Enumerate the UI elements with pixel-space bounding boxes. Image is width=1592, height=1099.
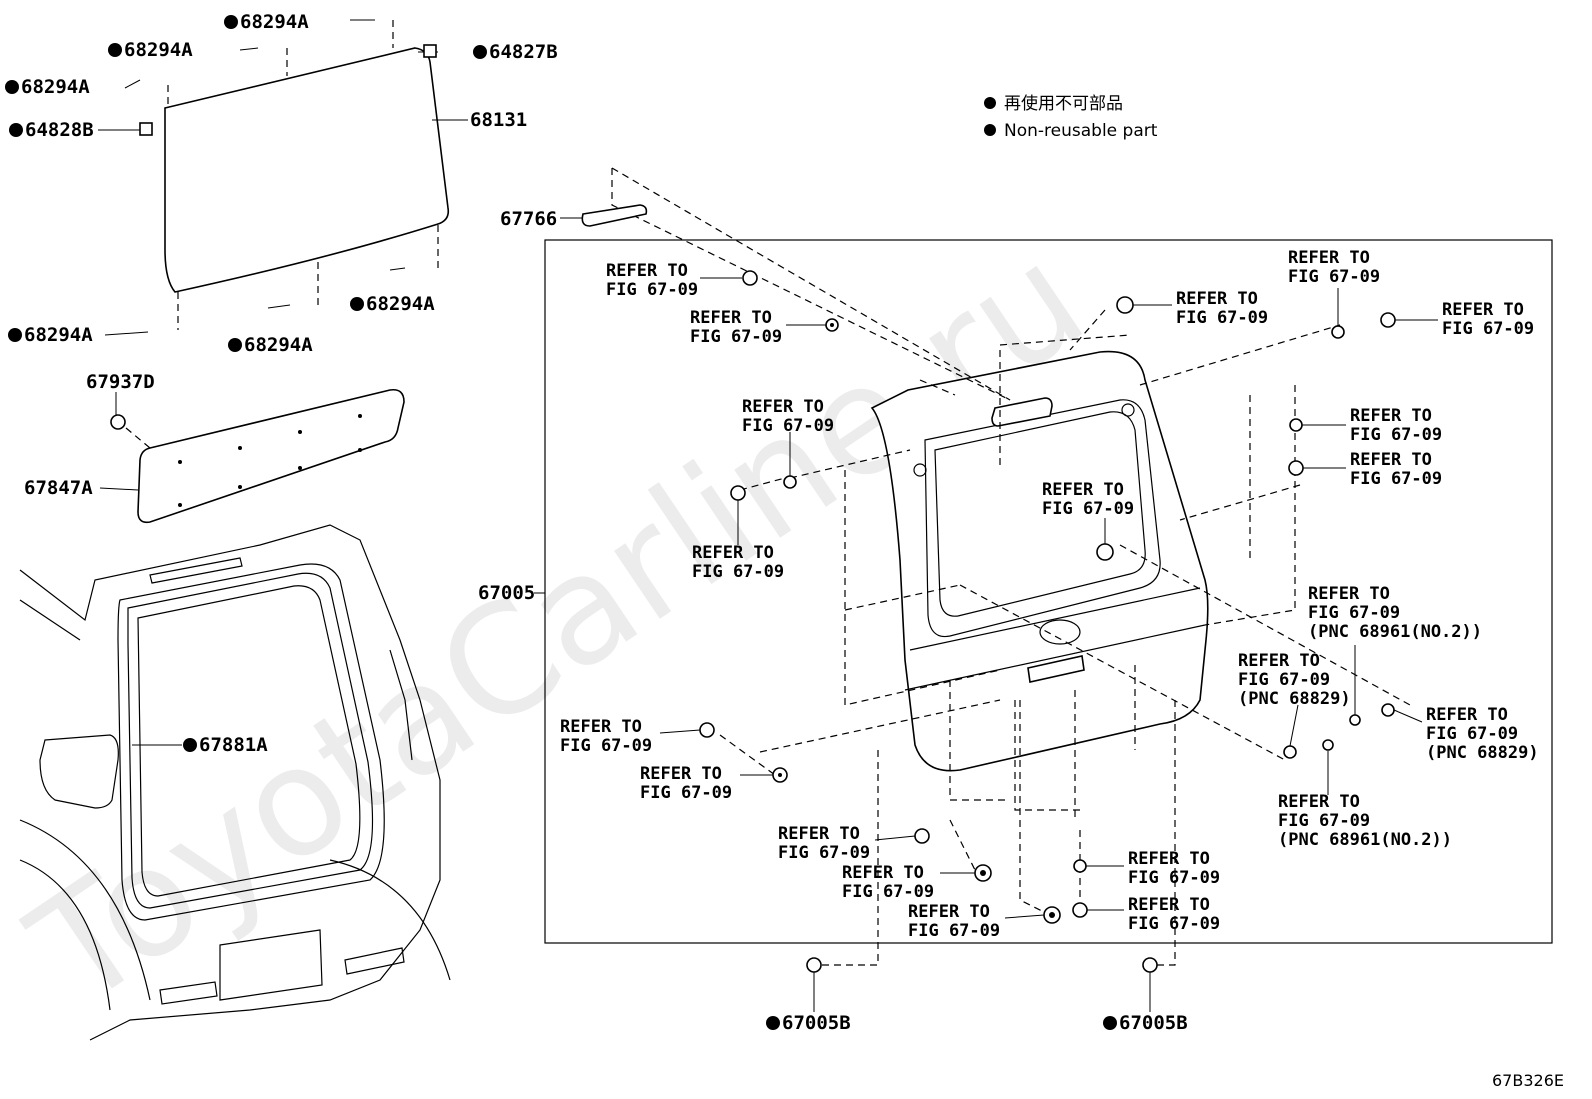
non-reusable-dot-icon: [5, 80, 19, 94]
part-number: 68294A: [124, 39, 193, 61]
non-reusable-dot-icon: [8, 328, 22, 342]
legend-en: Non-reusable part: [1004, 121, 1158, 141]
part-number-labels: 68294A 68294A 68294A 64827B 64828B 68131…: [21, 11, 1188, 1034]
vehicle-rear-body: [19, 524, 451, 1041]
part-number: 64828B: [25, 119, 94, 141]
non-reusable-dot-icon: [1103, 1016, 1117, 1030]
non-reusable-dot-icon: [224, 15, 238, 29]
part-number: 67937D: [86, 371, 155, 393]
back-door-trim-board: [99, 388, 405, 524]
assembly-lines: [611, 167, 1411, 966]
non-reusable-dot-icon: [228, 338, 242, 352]
non-reusable-dot-icon: [766, 1016, 780, 1030]
non-reusable-dot-icon: [9, 123, 23, 137]
part-number: 67005: [478, 582, 535, 604]
non-reusable-markers: [5, 15, 1117, 1030]
part-number: 67881A: [199, 734, 268, 756]
non-reusable-dot-icon: [473, 45, 487, 59]
part-number: 67005B: [782, 1012, 851, 1034]
non-reusable-dot-icon: [984, 97, 996, 109]
non-reusable-dot-icon: [350, 297, 364, 311]
legend-jp: 再使用不可部品: [1004, 93, 1123, 114]
back-door-panel: [870, 350, 1209, 772]
high-stop-lamp-bracket: [560, 204, 648, 227]
non-reusable-dot-icon: [108, 43, 122, 57]
part-number: 68294A: [366, 293, 435, 315]
part-number: 67766: [500, 208, 557, 230]
non-reusable-dot-icon: [984, 124, 996, 136]
part-number: 64827B: [489, 41, 558, 63]
back-window-glass: [164, 47, 450, 293]
legend: 再使用不可部品 Non-reusable part: [984, 93, 1158, 141]
back-door-group-box: [544, 239, 1553, 944]
part-number: 68294A: [24, 324, 93, 346]
part-number: 68294A: [240, 11, 309, 33]
part-number: 67847A: [24, 477, 93, 499]
diagram-code: 67B326E: [1492, 1071, 1564, 1090]
part-number: 68131: [470, 109, 527, 131]
non-reusable-dot-icon: [183, 738, 197, 752]
glass-leaders: [98, 19, 468, 336]
part-number: 68294A: [244, 334, 313, 356]
part-number: 67005B: [1119, 1012, 1188, 1034]
part-number: 68294A: [21, 76, 90, 98]
ref-leaders: [659, 277, 1438, 1012]
